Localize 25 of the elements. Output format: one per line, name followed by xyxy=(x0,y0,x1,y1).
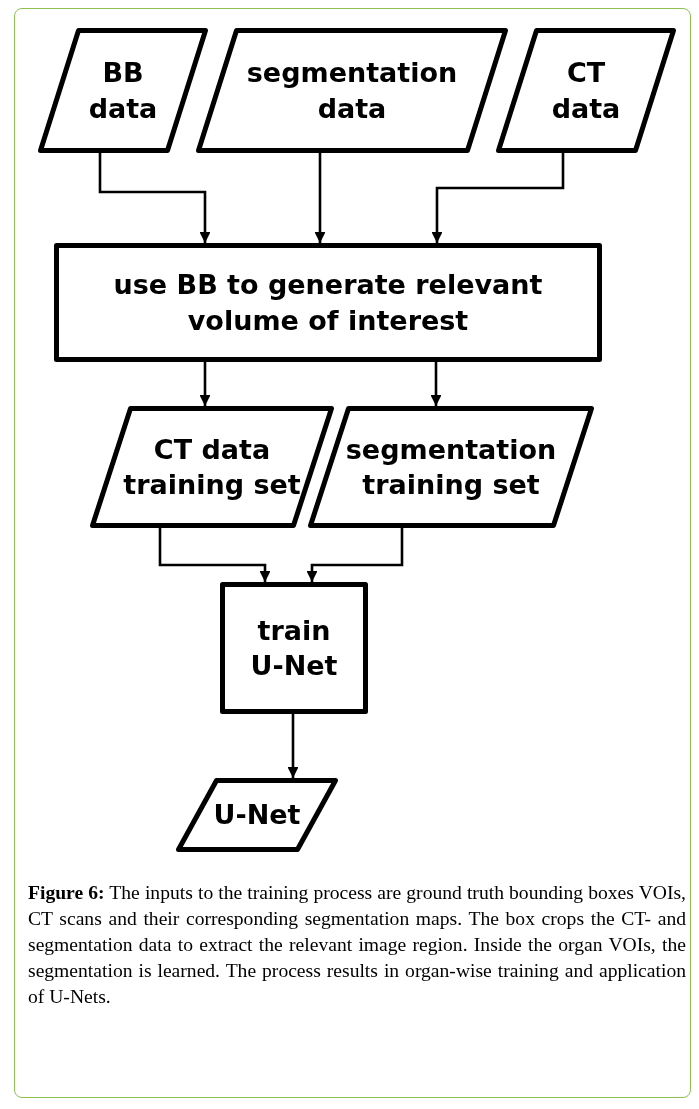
node-label: segmentation training set xyxy=(344,432,558,502)
arrow xyxy=(199,362,211,406)
node-label: use BB to generate relevant volume of interest xyxy=(112,268,544,338)
arrow xyxy=(306,528,404,582)
node-label: segmentation data xyxy=(245,56,459,126)
process-box xyxy=(220,582,368,714)
figure-caption: Figure 6: The inputs to the training process are ground truth bounding boxes VOIs, CT scans and their corresponding segmentation maps. The box crops the CT- and segmentation data to extract the relevant image region. Inside the organ VOIs, the segmentation is learned. The process results in organ-wise training and application of U-Nets. xyxy=(28,881,686,1010)
data-parallelogram xyxy=(176,778,338,852)
arrow xyxy=(431,153,565,243)
data-parallelogram xyxy=(90,406,334,528)
data-parallelogram xyxy=(196,28,508,153)
node-label: train U-Net xyxy=(249,613,339,683)
process-box xyxy=(54,243,602,362)
arrow xyxy=(98,153,211,243)
arrow xyxy=(158,528,271,582)
arrow xyxy=(430,362,442,406)
arrow xyxy=(287,714,299,778)
arrow xyxy=(314,153,326,243)
node-label: CT data xyxy=(550,56,622,126)
node-label: U-Net xyxy=(212,798,302,833)
node-label: CT data training set xyxy=(122,432,302,502)
data-parallelogram xyxy=(38,28,208,153)
node-label: BB data xyxy=(87,56,159,126)
data-parallelogram xyxy=(496,28,676,153)
data-parallelogram xyxy=(308,406,594,528)
